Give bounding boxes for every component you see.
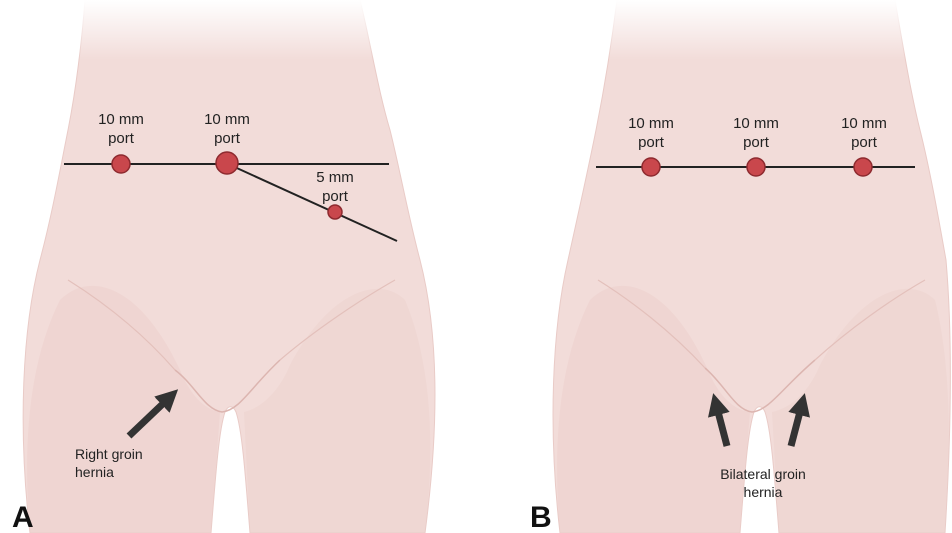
port-label-a-1-port: port	[108, 130, 135, 147]
port-marker-a-2	[216, 152, 238, 174]
port-label-b-1-port: port	[638, 134, 665, 151]
port-label-b-3-size: 10 mm	[841, 115, 887, 132]
annotation-a-line1: Right groin	[75, 446, 143, 462]
panel-letter-b: B	[530, 501, 552, 533]
port-marker-b-2	[747, 158, 765, 176]
panel-b: 10 mm port 10 mm port 10 mm port Bilater…	[530, 0, 952, 533]
panel-letter-a: A	[12, 501, 34, 533]
annotation-b-line2: hernia	[744, 484, 783, 500]
annotation-b-line1: Bilateral groin	[720, 466, 806, 482]
port-label-b-2-size: 10 mm	[733, 115, 779, 132]
port-label-a-3-size: 5 mm	[316, 169, 354, 186]
port-marker-a-1	[112, 155, 130, 173]
port-label-b-3-port: port	[851, 134, 878, 151]
port-label-a-2-port: port	[214, 130, 241, 147]
annotation-a-line2: hernia	[75, 464, 114, 480]
port-label-b-2-port: port	[743, 134, 770, 151]
torso-illustration-b	[540, 0, 952, 533]
port-label-b-1-size: 10 mm	[628, 115, 674, 132]
port-label-a-3-port: port	[322, 188, 349, 205]
torso-illustration-a	[0, 0, 460, 533]
port-marker-b-3	[854, 158, 872, 176]
port-label-a-1-size: 10 mm	[98, 111, 144, 128]
panel-a: 10 mm port 10 mm port 5 mm port Right gr…	[0, 0, 460, 533]
port-marker-b-1	[642, 158, 660, 176]
port-marker-a-3	[328, 205, 342, 219]
port-label-a-2-size: 10 mm	[204, 111, 250, 128]
